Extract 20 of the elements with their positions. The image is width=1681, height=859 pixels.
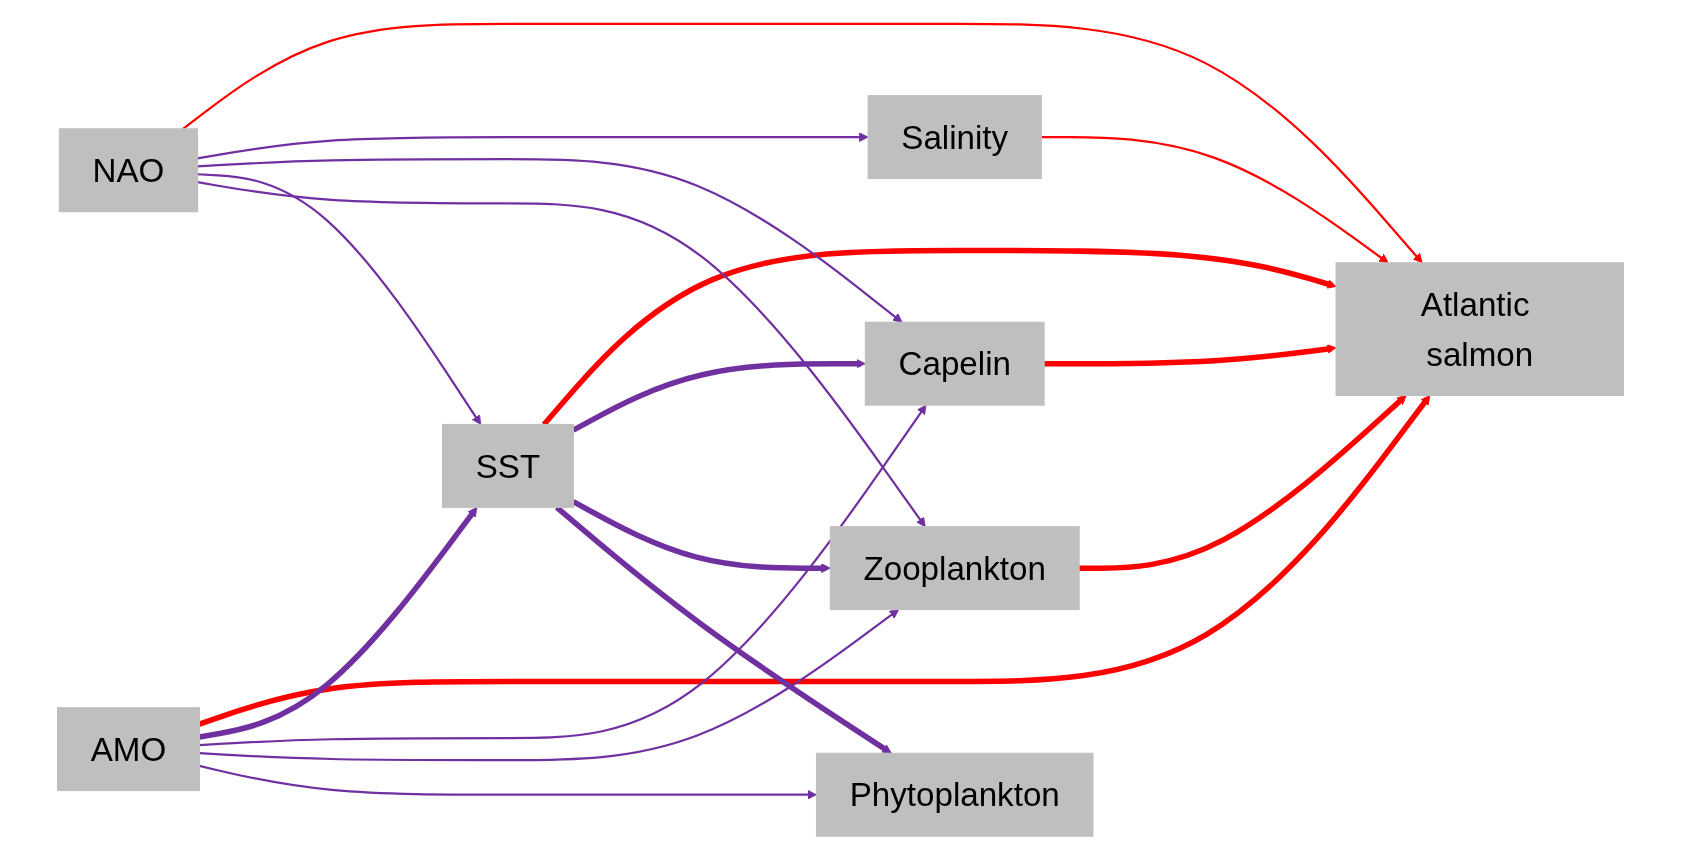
arrow [1044, 343, 1337, 366]
arrow [199, 608, 900, 761]
node-box: AMO [57, 706, 200, 791]
node-box: SST [442, 423, 574, 508]
arrow [197, 172, 482, 425]
node-box: Atlantic salmon [1335, 261, 1624, 396]
node-box: Salinity [867, 94, 1042, 179]
node-box: Phytoplankton [815, 752, 1094, 837]
node-box: Zooplankton [829, 525, 1080, 610]
arrow [182, 22, 1423, 263]
arrow [197, 180, 926, 527]
arrow [1041, 135, 1389, 263]
arrow [197, 157, 903, 323]
arrow [572, 498, 831, 573]
arrow [199, 404, 927, 746]
node-box: NAO [58, 127, 199, 212]
arrow [1079, 394, 1407, 571]
node-box: Capelin [864, 321, 1045, 406]
arrow [197, 131, 869, 159]
arrow [199, 764, 817, 800]
